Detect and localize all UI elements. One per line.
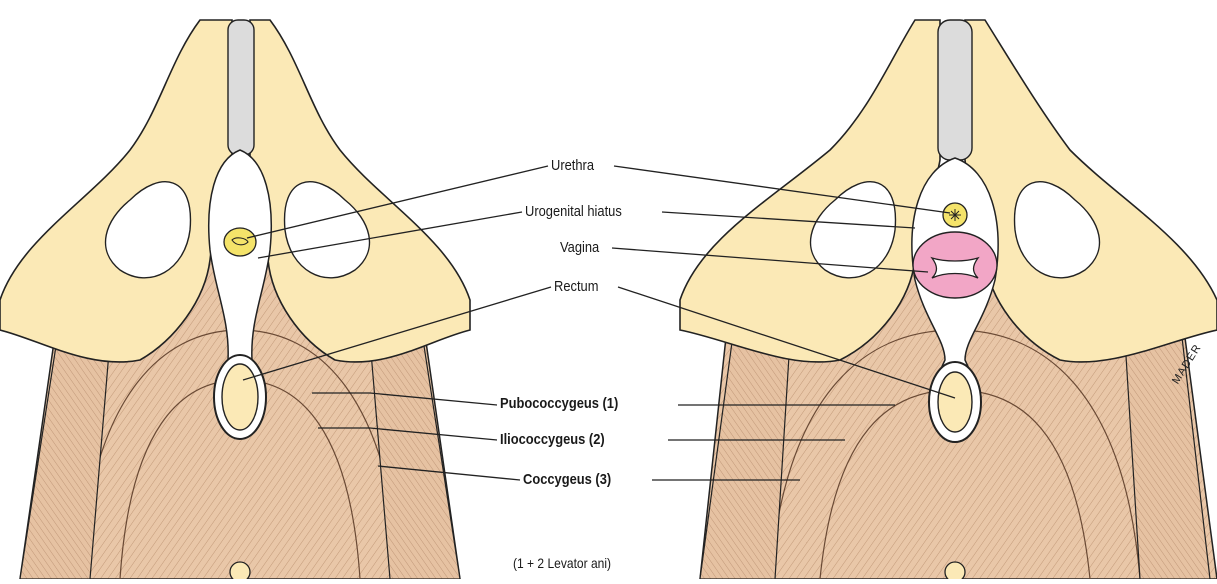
right-rectum-inner (938, 372, 972, 432)
label-iliococcygeus: Iliococcygeus (2) (500, 431, 605, 448)
label-rectum: Rectum (554, 278, 598, 295)
label-levator-ani-footnote: (1 + 2 Levator ani) (513, 555, 611, 571)
label-vagina: Vagina (560, 239, 599, 256)
left-rectum-inner (222, 364, 258, 430)
right-coccyx (945, 562, 965, 579)
label-urogenital-hiatus: Urogenital hiatus (525, 203, 622, 220)
female-pelvis (680, 20, 1217, 579)
left-pubic-symphysis (228, 20, 254, 155)
label-urethra: Urethra (551, 157, 594, 174)
left-coccyx (230, 562, 250, 579)
label-pubococcygeus: Pubococcygeus (1) (500, 395, 618, 412)
label-coccygeus: Coccygeus (3) (523, 471, 611, 488)
left-urethra (224, 228, 256, 256)
male-pelvis (0, 20, 470, 579)
right-pubic-symphysis (938, 20, 972, 160)
